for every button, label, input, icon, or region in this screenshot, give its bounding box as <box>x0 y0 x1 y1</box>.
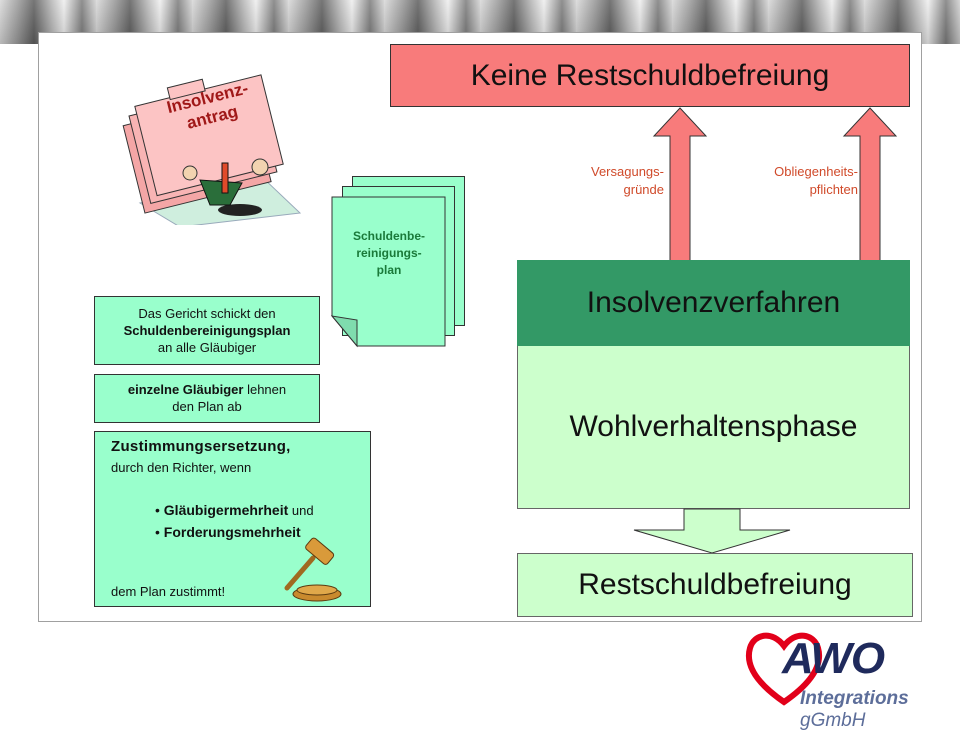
glaeubiger-bold: einzelne Gläubiger <box>127 382 244 397</box>
zustimmungsersetzung-box: Zustimmungsersetzung, durch den Richter,… <box>94 431 371 607</box>
restschuldbefreiung-label: Restschuldbefreiung <box>578 568 852 601</box>
obliegenheitspflichten-line1: Obliegenheits- <box>774 164 858 179</box>
zustimmung-bullet1: • Gläubigermehrheit und <box>155 502 314 518</box>
insolvenzverfahren-label: Insolvenzverfahren <box>586 286 841 319</box>
restschuldbefreiung-box: Restschuldbefreiung <box>517 553 913 617</box>
bullet2-bold: Forderungsmehrheit <box>163 524 301 540</box>
glaeubiger-line2: den Plan ab <box>172 399 242 414</box>
awo-tagline-rest: gGmbH <box>800 710 866 731</box>
wohlverhaltensphase-label: Wohlverhaltensphase <box>569 410 858 443</box>
bullet1-bold: Gläubigermehrheit <box>163 502 289 518</box>
wohlverhaltensphase-box: Wohlverhaltensphase <box>517 346 910 509</box>
plan-doc-front <box>331 196 446 348</box>
zustimmung-heading: Zustimmungsersetzung, <box>111 438 291 455</box>
gericht-line3: an alle Gläubiger <box>157 340 257 355</box>
insolvenzverfahren-box: Insolvenzverfahren <box>517 260 910 346</box>
awo-tagline-bold: Integrations <box>800 688 909 709</box>
plan-doc-text: Schuldenbe- reinigungs- plan <box>333 228 445 279</box>
keine-restschuldbefreiung-label: Keine Restschuldbefreiung <box>470 58 830 92</box>
gericht-line2: Schuldenbereinigungsplan <box>123 323 291 338</box>
up-arrow-versagung-icon <box>652 107 708 262</box>
versagungsgruende-line1: Versagungs- <box>591 164 664 179</box>
awo-brand-text: AWO <box>782 634 885 683</box>
insolvenzantrag-clipart <box>122 74 302 225</box>
versagungsgruende-line2: gründe <box>623 182 664 197</box>
glaeubiger-line1: einzelne Gläubiger lehnen <box>95 381 319 398</box>
glaeubiger-rest: lehnen <box>243 382 287 397</box>
down-arrow-icon <box>633 508 791 554</box>
zustimmung-bullet2: • Forderungsmehrheit <box>155 524 301 540</box>
plan-doc-line1: Schuldenbe- <box>352 229 425 243</box>
versagungsgruende-label: Versagungs- gründe <box>540 163 664 199</box>
keine-restschuldbefreiung-box: Keine Restschuldbefreiung <box>390 44 910 107</box>
glaeubiger-box: einzelne Gläubiger lehnen den Plan ab <box>94 374 320 423</box>
zustimmung-footer: dem Plan zustimmt! <box>111 584 226 599</box>
awo-heart-logo-icon <box>745 632 823 706</box>
obliegenheitspflichten-label: Obliegenheits- pflichten <box>720 163 858 199</box>
awo-tagline: Integrations gGmbH <box>800 688 960 732</box>
up-arrow-obliegenheit-icon <box>842 107 898 262</box>
gavel-icon <box>284 537 342 602</box>
gericht-box: Das Gericht schickt den Schuldenbereinig… <box>94 296 320 365</box>
plan-doc-line3: plan <box>376 263 402 277</box>
plan-doc-line2: reinigungs- <box>356 246 422 260</box>
gericht-line1: Das Gericht schickt den <box>138 306 276 321</box>
zustimmung-sub: durch den Richter, wenn <box>111 460 252 475</box>
obliegenheitspflichten-line2: pflichten <box>809 182 858 197</box>
bullet1-rest: und <box>288 503 314 518</box>
